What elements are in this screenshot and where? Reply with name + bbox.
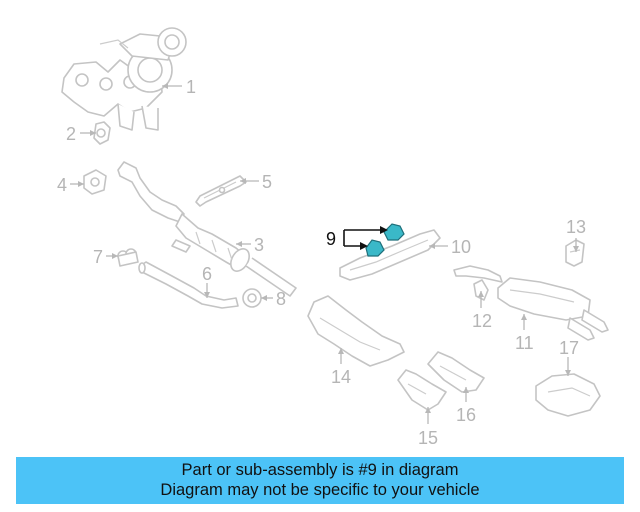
- banner-line-part-number: Part or sub-assembly is #9 in diagram: [181, 461, 459, 479]
- callout-labels: 1 2 4 5 3 7 6 8 9 10 13 12 11 17 14 16 1…: [57, 77, 586, 448]
- part-9-bracket-lower: [365, 239, 385, 257]
- callout-10: 10: [451, 237, 471, 257]
- callout-7: 7: [93, 247, 103, 267]
- part-2-gasket: [93, 121, 111, 145]
- callout-1: 1: [186, 77, 196, 97]
- callout-9: 9: [326, 229, 336, 249]
- part-3-catalytic-converter: [117, 161, 297, 297]
- part-12-hanger: [473, 279, 489, 301]
- part-14-heat-shield: [307, 295, 405, 367]
- leader-9: [343, 226, 388, 250]
- callout-15: 15: [418, 428, 438, 448]
- callout-13: 13: [566, 217, 586, 237]
- callout-11: 11: [515, 333, 534, 353]
- exhaust-parts-diagram: 1 2 4 5 3 7 6 8 9 10 13 12 11 17 14 16 1…: [57, 27, 609, 448]
- callout-4: 4: [57, 175, 67, 195]
- leader-lines: [70, 83, 579, 424]
- callout-6: 6: [202, 264, 212, 284]
- part-13-bracket: [565, 239, 585, 267]
- callout-5: 5: [262, 172, 272, 192]
- part-16-heat-shield: [427, 351, 485, 393]
- banner-line-disclaimer: Diagram may not be specific to your vehi…: [160, 481, 480, 499]
- callout-14: 14: [331, 367, 351, 387]
- callout-12: 12: [472, 311, 492, 331]
- part-8-nut: [242, 288, 262, 308]
- callout-3: 3: [254, 235, 264, 255]
- part-15-heat-shield: [397, 369, 447, 411]
- callout-17: 17: [559, 338, 579, 358]
- callout-2: 2: [66, 124, 76, 144]
- part-4-gasket: [83, 169, 107, 195]
- part-6-front-pipe: [138, 261, 239, 309]
- callout-8: 8: [276, 289, 286, 309]
- part-5-heat-shield: [195, 175, 247, 207]
- part-9-brackets: [365, 223, 405, 257]
- part-1-turbo-manifold: [61, 27, 187, 131]
- part-17-heat-shield: [535, 373, 601, 417]
- part-9-bracket-upper: [383, 223, 405, 241]
- info-banner: Part or sub-assembly is #9 in diagram Di…: [16, 457, 624, 504]
- callout-16: 16: [456, 405, 476, 425]
- part-11-rear-muffler: [453, 265, 609, 341]
- part-7-clamp: [117, 248, 139, 267]
